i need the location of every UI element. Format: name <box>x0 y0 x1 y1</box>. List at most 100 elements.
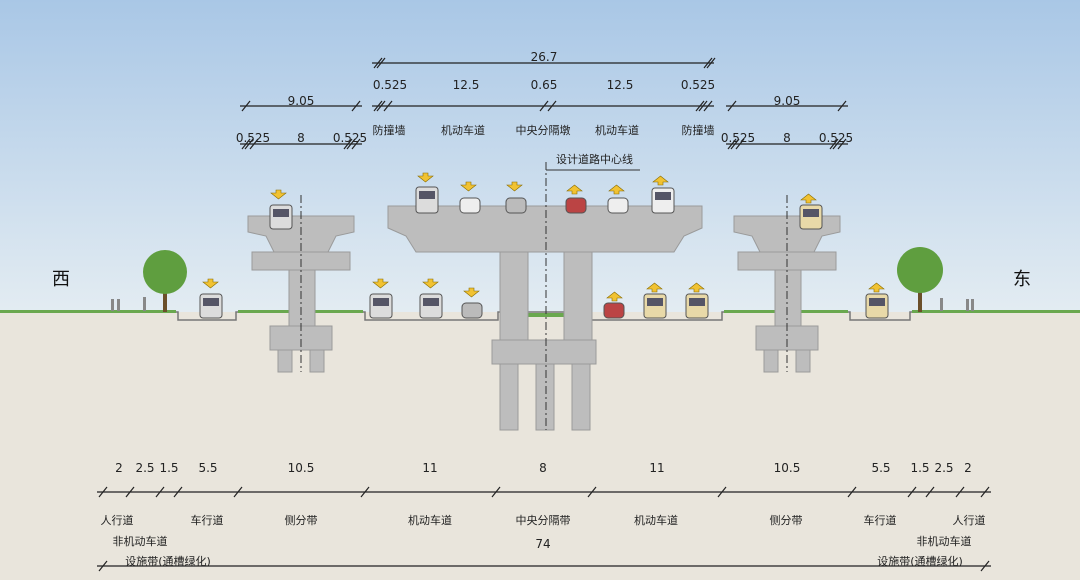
top-label-1: 防撞墙 <box>372 124 406 137</box>
bottom-detail-dim-tick <box>717 486 727 498</box>
bottom-dim-4: 5.5 <box>198 461 218 475</box>
bottom-dim-5: 10.5 <box>287 461 315 475</box>
tree-east <box>897 247 943 312</box>
bottom-dim-11: 1.5 <box>910 461 930 475</box>
left-bridge-detail-dim-tick <box>244 138 254 150</box>
right-bridge-overall-dim-tick <box>727 100 737 112</box>
pedestrians-west <box>111 297 146 311</box>
bottom-dim-3: 1.5 <box>159 461 179 475</box>
top-dim-2: 12.5 <box>452 78 480 92</box>
vehicle-bus <box>415 186 439 214</box>
green-belt-median <box>500 313 588 317</box>
green-belt-e <box>912 310 1080 313</box>
dimension-lines <box>97 57 991 572</box>
main-bridge <box>387 205 703 431</box>
bottom-overall-dim-tick <box>980 560 990 572</box>
top-detail-dim-tick <box>698 100 708 112</box>
left-bridge-detail-dim-tick <box>241 138 251 150</box>
top-label-4: 机动车道 <box>595 124 639 137</box>
tree-west <box>143 250 187 312</box>
right-bridge-detail-dim-tick <box>735 138 745 150</box>
top-detail-dim-tick <box>373 100 383 112</box>
label-carriage-w: 车行道 <box>190 514 224 527</box>
label-carriage-e: 车行道 <box>863 514 897 527</box>
bottom-dim-12: 2.5 <box>934 461 954 475</box>
right-bridge-detail-dim-tick <box>727 138 737 150</box>
top-detail-dim-tick <box>383 100 393 112</box>
label-motor-w: 机动车道 <box>408 514 452 527</box>
vehicle-bus <box>269 204 293 230</box>
label-side-sep-e: 侧分带 <box>769 514 803 527</box>
left-bridge-detail-dim-tick <box>343 138 353 150</box>
bottom-dim-10: 5.5 <box>871 461 891 475</box>
top-detail-dim-tick <box>703 100 713 112</box>
bottom-detail-dim-tick <box>847 486 857 498</box>
vehicle-car <box>459 197 481 214</box>
top-dim-5: 0.525 <box>680 78 716 92</box>
top-detail-dim-tick <box>547 100 557 112</box>
right-bridge-overall-dim-tick <box>837 100 847 112</box>
bottom-detail-dim-tick <box>587 486 597 498</box>
bottom-overall-dim-tick <box>98 560 108 572</box>
top-overall-dim: 26.7 <box>530 50 558 64</box>
top-label-3: 中央分隔墩 <box>515 124 571 137</box>
vehicle-bus <box>419 293 443 319</box>
label-median: 中央分隔带 <box>515 514 571 527</box>
label-motor-e: 机动车道 <box>634 514 678 527</box>
left-bridge-detail-dim-tick <box>346 138 356 150</box>
bottom-detail-dim-tick <box>955 486 965 498</box>
top-label-2: 机动车道 <box>441 124 485 137</box>
top-detail-dim-tick <box>376 100 386 112</box>
bottom-detail-dim-tick <box>980 486 990 498</box>
right-bridge-detail-dim-tick <box>832 138 842 150</box>
top-overall-dim-tick <box>376 57 386 69</box>
bottom-dim-6: 11 <box>422 461 438 475</box>
vehicle-bus <box>799 204 823 230</box>
right-bridge-detail-dim-tick <box>837 138 847 150</box>
left-bridge-overall-dim: 9.05 <box>287 94 315 108</box>
bottom-detail-dim-tick <box>155 486 165 498</box>
left-bridge-dim-1: 0.525 <box>235 131 271 145</box>
label-facility-w: 设施带(通槽绿化) <box>125 555 211 568</box>
bottom-dim-13: 2 <box>964 461 972 475</box>
ground-surface <box>0 311 1080 321</box>
green-belt-w <box>0 310 176 313</box>
vehicle-car <box>603 302 625 319</box>
vehicle-bus <box>369 293 393 319</box>
vehicle-car <box>565 197 587 214</box>
bottom-total-dim: 74 <box>535 537 551 551</box>
vehicle-bus <box>865 293 889 319</box>
west-label: 西 <box>52 269 70 290</box>
vehicles <box>199 186 889 319</box>
top-label-5: 防撞墙 <box>681 124 715 137</box>
left-bridge-overall-dim-tick <box>241 100 251 112</box>
label-nonmotor-w: 非机动车道 <box>112 535 168 548</box>
direction-arrows <box>202 172 885 302</box>
pedestrians-east <box>940 298 974 311</box>
bottom-detail-dim-tick <box>491 486 501 498</box>
top-detail-dim-tick <box>539 100 549 112</box>
top-overall-dim-tick <box>706 57 716 69</box>
vehicle-bus <box>643 293 667 319</box>
vehicle-car <box>461 302 483 319</box>
vehicle-car <box>607 197 629 214</box>
label-nonmotor-e: 非机动车道 <box>916 535 972 548</box>
left-bridge-overall-dim-tick <box>351 100 361 112</box>
vehicle-bus <box>199 293 223 319</box>
bottom-detail-dim-tick <box>98 486 108 498</box>
bottom-dim-2: 2.5 <box>135 461 155 475</box>
vehicle-car <box>505 197 527 214</box>
right-bridge-dim-1: 0.525 <box>720 131 756 145</box>
label-sidewalk-w: 人行道 <box>100 514 134 527</box>
bottom-detail-dim-tick <box>360 486 370 498</box>
vehicle-bus <box>685 293 709 319</box>
left-bridge-detail-dim-tick <box>351 138 361 150</box>
bottom-detail-dim-tick <box>925 486 935 498</box>
top-dim-4: 12.5 <box>606 78 634 92</box>
bottom-detail-dim-tick <box>125 486 135 498</box>
left-bridge-detail-dim-tick <box>249 138 259 150</box>
label-facility-e: 设施带(通槽绿化) <box>877 555 963 568</box>
label-sidewalk-e: 人行道 <box>952 514 986 527</box>
right-bridge-dim-3: 0.525 <box>818 131 854 145</box>
bottom-detail-dim-tick <box>233 486 243 498</box>
